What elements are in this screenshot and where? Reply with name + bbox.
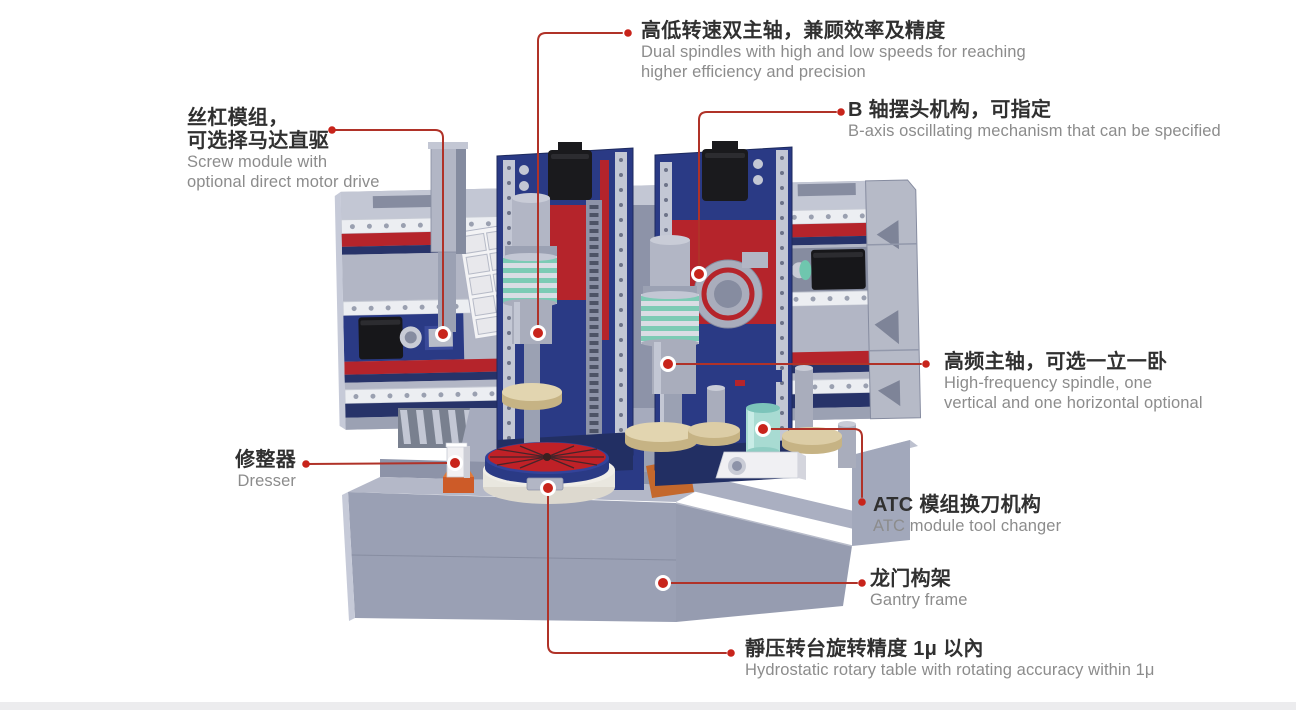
callout-screw-module-zh2: 可选择马达直驱: [187, 130, 330, 152]
text-dot-dresser: [302, 460, 310, 468]
callout-atc-zh: ATC 模组换刀机构: [873, 494, 1042, 516]
callout-dresser: 修整器 Dresser: [150, 449, 296, 492]
leader-rotary-table: [547, 487, 727, 654]
callout-screw-module-en1: Screw module with: [187, 153, 328, 171]
callout-dual-spindles-en1: Dual spindles with high and low speeds f…: [641, 43, 1026, 61]
leader-screw-module: [331, 129, 444, 329]
text-dot-b-axis: [837, 108, 845, 116]
text-dot-atc: [858, 498, 866, 506]
leader-dresser: [305, 462, 449, 465]
leader-b-axis: [698, 111, 837, 275]
callout-dot-gantry: [655, 575, 671, 591]
callout-dot-b-axis: [691, 266, 707, 282]
spindle-right: [625, 235, 699, 452]
callout-b-axis: B 轴摆头机构，可指定 B-axis oscillating mechanism…: [848, 99, 1221, 142]
callout-dot-dual-spindles: [530, 325, 546, 341]
atc-unit: [688, 365, 856, 480]
callout-gantry-zh: 龙门构架: [870, 568, 952, 590]
callout-dot-dresser: [447, 455, 463, 471]
callout-b-axis-en1: B-axis oscillating mechanism that can be…: [848, 122, 1221, 140]
callout-dresser-en1: Dresser: [237, 472, 296, 490]
leader-lines: [302, 29, 930, 657]
text-dot-hf-spindle: [922, 360, 930, 368]
callout-screw-module-en2: optional direct motor drive: [187, 172, 380, 191]
grinding-wheel-right: [625, 422, 697, 452]
callout-dot-atc: [755, 421, 771, 437]
bed-end-sculpted: [865, 179, 922, 420]
callout-dot-rotary-table: [540, 480, 556, 496]
grinding-wheel-left: [502, 383, 562, 410]
text-dot-dual-spindles: [624, 29, 632, 37]
atc-gearbox: [715, 451, 806, 480]
callout-gantry-en1: Gantry frame: [870, 591, 968, 609]
rotary-table: [483, 442, 615, 504]
callout-rotary-table-en1: Hydrostatic rotary table with rotating a…: [745, 661, 1155, 679]
tool-disc-left: [688, 422, 740, 446]
callout-atc-en1: ATC module tool changer: [873, 517, 1062, 535]
callout-rotary-table-zh: 靜压转台旋转精度 1μ 以內: [745, 638, 984, 660]
callout-hf-spindle-en1: High-frequency spindle, one: [944, 374, 1153, 392]
callout-dot-screw-module: [435, 326, 451, 342]
text-dot-gantry: [858, 579, 866, 587]
callout-hf-spindle-zh: 高频主轴，可选一立一卧: [944, 351, 1168, 373]
leader-atc: [762, 428, 863, 498]
callout-atc: ATC 模组换刀机构 ATC module tool changer: [873, 494, 1061, 537]
callout-screw-module: 丝杠模组， 可选择马达直驱 Screw module with optional…: [187, 107, 380, 192]
callout-b-axis-zh: B 轴摆头机构，可指定: [848, 99, 1052, 121]
text-dot-rotary-table: [727, 649, 735, 657]
callout-dual-spindles-en2: higher efficiency and precision: [641, 62, 866, 81]
tool-disc-right: [782, 427, 842, 454]
callout-dual-spindles: 高低转速双主轴，兼顾效率及精度 Dual spindles with high …: [641, 20, 1026, 82]
callout-hf-spindle-en2: vertical and one horizontal optional: [944, 393, 1203, 412]
leader-dual-spindles: [537, 32, 623, 334]
callout-dot-hf-spindle: [660, 356, 676, 372]
callout-hf-spindle: 高频主轴，可选一立一卧 High-frequency spindle, one …: [944, 351, 1203, 413]
callout-screw-module-zh1: 丝杠模组，: [187, 107, 289, 129]
bottom-band: [0, 702, 1296, 710]
callout-gantry: 龙门构架 Gantry frame: [870, 568, 967, 611]
callout-rotary-table: 靜压转台旋转精度 1μ 以內 Hydrostatic rotary table …: [745, 638, 1155, 681]
callout-dual-spindles-zh: 高低转速双主轴，兼顾效率及精度: [641, 20, 946, 42]
callout-dresser-zh: 修整器: [235, 449, 296, 471]
text-dot-screw-module: [328, 126, 336, 134]
